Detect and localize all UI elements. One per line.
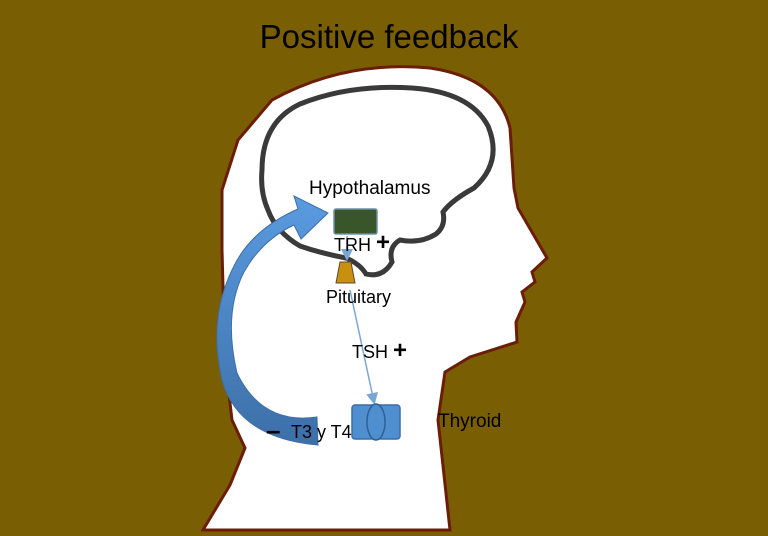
pituitary-gland xyxy=(335,261,356,284)
brain-outline xyxy=(259,84,496,278)
feedback-arrow xyxy=(216,195,329,446)
diagram-title: Positive feedback xyxy=(259,18,519,55)
hypothalamus-box xyxy=(333,208,378,235)
head-silhouette xyxy=(200,65,549,532)
tsh-plus-sign: + xyxy=(393,337,408,364)
t3-t4-minus-sign: – xyxy=(266,415,281,445)
tsh-label: TSH xyxy=(352,342,388,362)
pituitary-label: Pituitary xyxy=(326,287,392,307)
trh-label: TRH xyxy=(334,235,371,255)
thyroid-label: Thyroid xyxy=(438,411,502,432)
tsh-arrow xyxy=(349,289,378,405)
hypothalamus-label: Hypothalamus xyxy=(309,178,431,199)
trh-plus-sign: + xyxy=(376,229,391,256)
t3-t4-label: T3 y T4 xyxy=(291,422,352,442)
thyroid-gland xyxy=(351,403,401,441)
